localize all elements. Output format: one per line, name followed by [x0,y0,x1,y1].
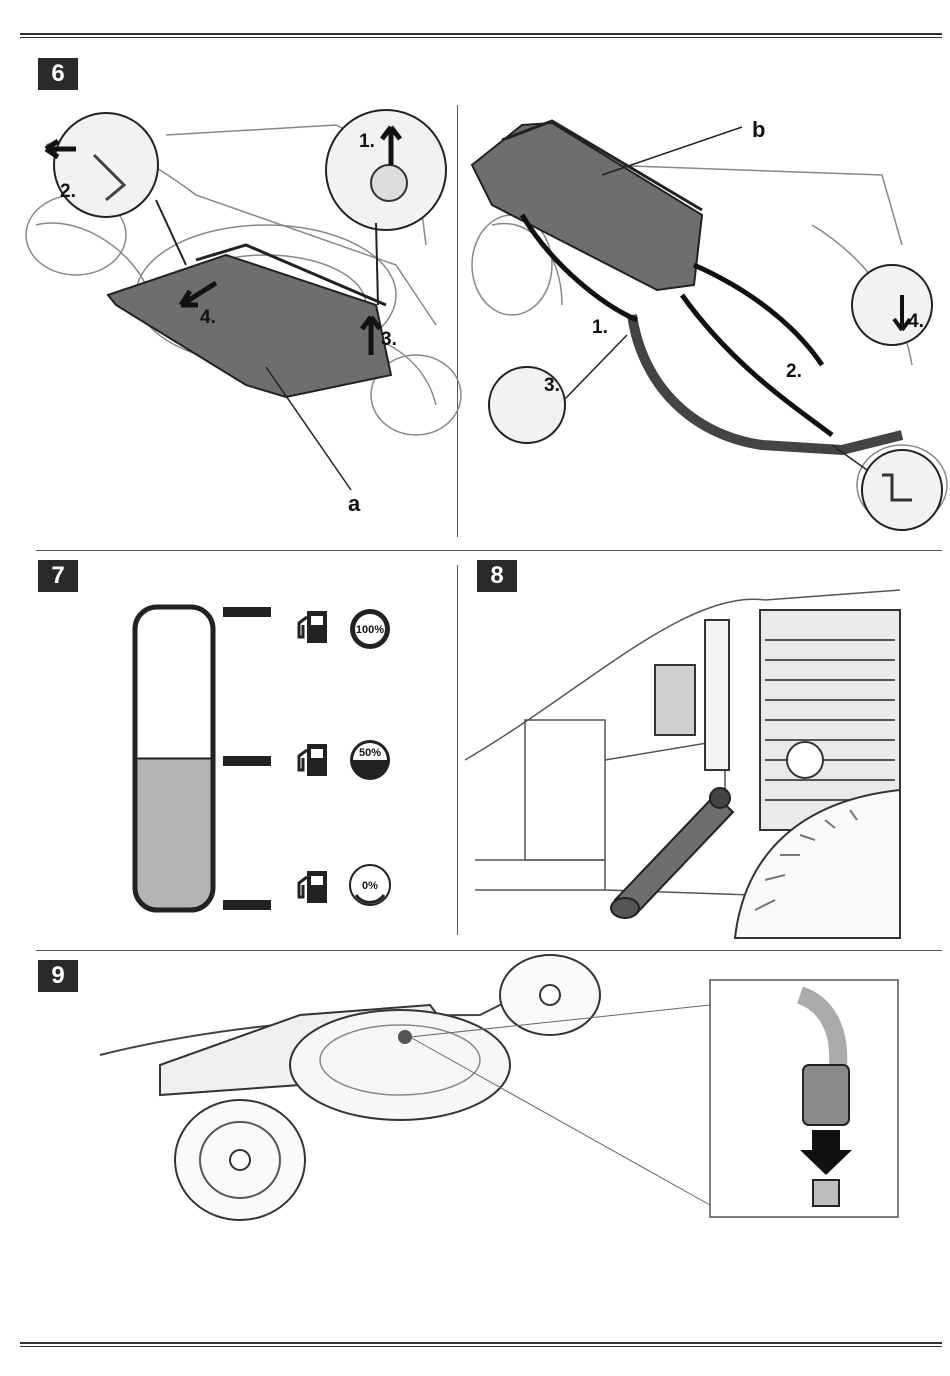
fuel-pump-icon [299,871,327,903]
fuel-level-100-badge: 100% [350,609,390,649]
fuel-level-0-badge: 0% [350,865,390,905]
figure-7-badge: 7 [38,560,78,592]
step-label: 1. [359,131,375,152]
level-tick-0 [223,900,271,910]
arrow-icon [682,295,832,435]
svg-text:100%: 100% [356,624,384,636]
figure-9-illustration [100,975,900,1225]
top-rule-thin [20,37,942,38]
fuel-pump-icon [299,611,327,643]
level-tick-100 [223,607,271,617]
figure-6-right-illustration: b 1. 2. 3. 4. [462,105,940,535]
step-label: 4. [200,307,216,328]
bottom-rule [20,1342,942,1344]
top-rule [20,33,942,35]
arrow-icon [694,265,822,365]
grass-hood-b [472,123,702,290]
step-label: 3. [544,375,560,396]
step-label: 1. [592,317,608,338]
fuel-gauge-illustration: 100% 50% 0% [120,595,420,925]
step-label: 2. [60,181,76,202]
row-divider-2 [36,950,942,951]
figure-6-badge: 6 [38,58,78,90]
row-divider-1 [36,550,942,551]
svg-text:0%: 0% [362,880,378,892]
step-label: 2. [786,361,802,382]
figure-7-divider [457,565,458,935]
step-label: 4. [908,311,924,332]
part-label-a: a [348,491,361,516]
fuel-pump-icon [299,744,327,776]
bottom-rule-thin [20,1346,942,1347]
fuel-tank-fill [135,759,213,911]
figure-6-divider [457,105,458,537]
svg-text:50%: 50% [359,747,381,759]
mower-deck [290,1010,510,1120]
step-label: 3. [381,329,397,350]
fuel-level-50-badge: 50% [350,740,390,780]
figure-8-illustration [465,570,900,938]
level-tick-50 [223,756,271,766]
part-label-b: b [752,117,765,142]
drain-tube [615,795,733,915]
figure-6-left-illustration: 1. 2. 3. 4. a [36,105,454,535]
figure-9-badge: 9 [38,960,78,992]
